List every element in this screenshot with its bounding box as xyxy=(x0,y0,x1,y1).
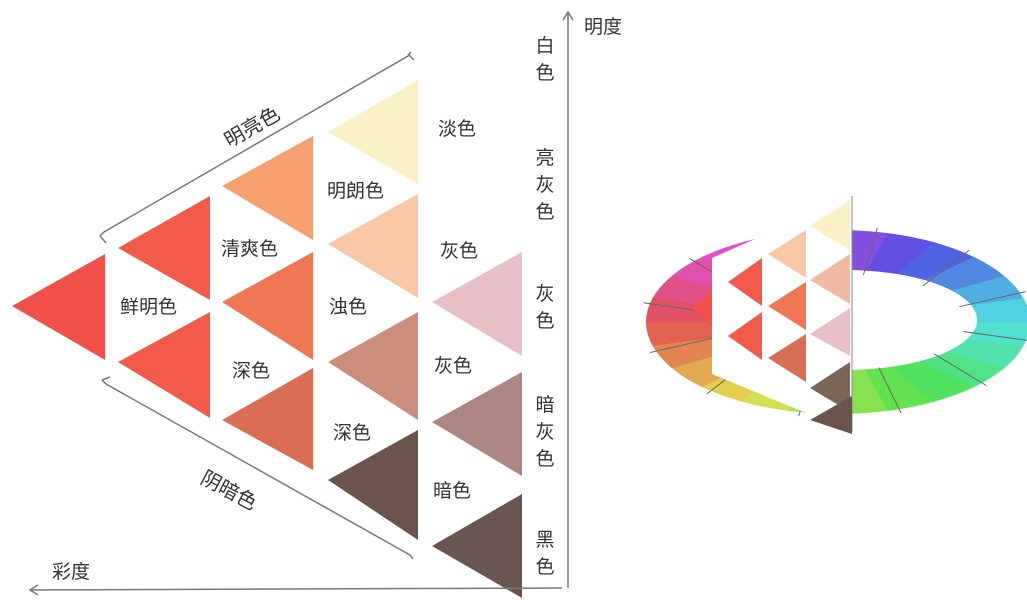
wheel-cell-light-2 xyxy=(810,200,850,250)
tone-label-dull: 浊色 xyxy=(329,296,368,318)
wheel-cell-mid-1 xyxy=(768,282,806,330)
tone-cell-deep-2 xyxy=(328,312,418,420)
tone-cell-mid-2 xyxy=(328,194,418,298)
tone-cell-deep-1 xyxy=(222,368,313,470)
ring-tick xyxy=(933,353,987,387)
tone-cell-light-2 xyxy=(328,80,418,184)
tone-label-deep-1: 深色 xyxy=(232,360,271,382)
ring-tick xyxy=(963,331,1027,341)
tone-cell-light-1 xyxy=(222,136,313,240)
tone-cell-mid-3 xyxy=(432,252,522,356)
tone-label-gray-2: 灰色 xyxy=(434,355,473,377)
ring-tick xyxy=(922,249,970,287)
lightness-gray: 灰色 xyxy=(535,283,555,332)
tone-cell-dark-2 xyxy=(432,494,522,598)
wheel-tone-panel xyxy=(692,196,853,434)
lightness-axis xyxy=(562,10,574,588)
wheel-cell-vivid-lower xyxy=(728,312,762,360)
tone-label-deep-2: 深色 xyxy=(333,422,372,444)
saturation-axis-label: 彩度 xyxy=(52,561,91,583)
tone-label-dark: 暗色 xyxy=(433,480,472,502)
lightness-white: 白色 xyxy=(535,35,555,84)
wheel-cell-mid-2 xyxy=(810,254,850,304)
tone-cell-deep-3 xyxy=(432,372,522,476)
wheel-cell-black-tail xyxy=(810,396,852,434)
tone-cell-vivid-lower xyxy=(118,312,210,418)
wheel-cell-light-1 xyxy=(768,230,806,278)
top-bracket xyxy=(99,51,415,244)
wheel-cell-deep-1 xyxy=(768,334,806,382)
tone-label-pale: 淡色 xyxy=(438,118,477,140)
lightness-light-gray: 亮灰色 xyxy=(535,147,555,223)
wheel-cell-pure xyxy=(692,290,712,326)
wheel-cell-vivid-upper xyxy=(728,258,762,306)
tone-label-gray-1: 灰色 xyxy=(440,240,479,262)
ring-tick xyxy=(862,227,878,276)
tone-cell-pure xyxy=(12,254,105,360)
tone-label-vivid: 鲜明色 xyxy=(120,296,178,318)
wheel-cell-deep-2 xyxy=(810,308,850,356)
tone-label-bright: 明朗色 xyxy=(327,180,385,202)
tone-cell-vivid-upper xyxy=(118,196,210,300)
bottom-bracket xyxy=(101,376,414,560)
tone-triangle xyxy=(12,80,522,598)
tone-label-light-clear: 清爽色 xyxy=(221,238,279,260)
ring-tick xyxy=(878,367,902,414)
ring-tick xyxy=(959,291,1026,308)
lightness-axis-label: 明度 xyxy=(584,16,623,38)
lightness-black: 黑色 xyxy=(535,529,555,578)
tone-cell-mid-1 xyxy=(222,252,313,360)
ring-tick xyxy=(650,336,717,353)
saturation-axis xyxy=(28,584,563,596)
tone-cell-dark-1 xyxy=(328,430,418,540)
color-wheel-figure xyxy=(643,196,1027,434)
lightness-dark-gray: 暗灰色 xyxy=(535,394,555,470)
wheel-cell-dark-1 xyxy=(810,362,850,412)
